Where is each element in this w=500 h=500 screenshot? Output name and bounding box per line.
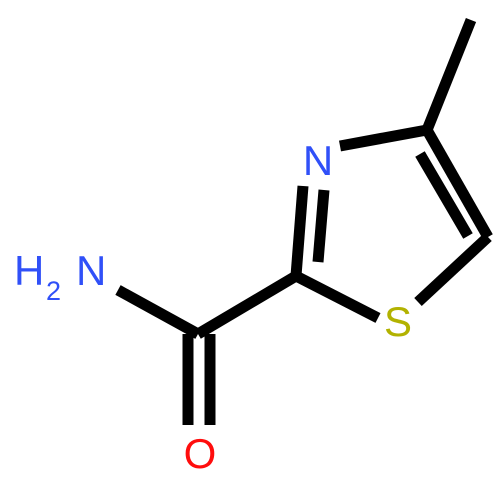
amine-hydrogen-count: 2	[46, 276, 61, 306]
bond-n3-c2-outer	[290, 185, 309, 277]
atom-label-amine: H 2 N	[14, 247, 106, 306]
bonds	[115, 17, 493, 425]
atom-label-sulfur: S	[384, 298, 412, 345]
amine-nitrogen: N	[76, 247, 106, 294]
atom-labels: N S O H 2 N	[14, 137, 412, 477]
bond-carbonyl-amine	[115, 285, 201, 339]
bond-c5-s	[414, 232, 492, 307]
amine-hydrogen: H	[14, 247, 44, 294]
bond-c4-c5-inner	[415, 151, 473, 239]
atom-label-nitrogen: N	[303, 137, 333, 184]
bond-c4-c5-outer	[422, 127, 493, 240]
bond-s-c2	[293, 271, 381, 323]
atom-label-oxygen: O	[184, 430, 217, 477]
bond-c4-n3	[339, 124, 428, 152]
bond-methyl	[421, 17, 477, 133]
bond-n3-c2-inner	[312, 189, 330, 263]
bond-c2-carbonyl	[195, 271, 299, 339]
